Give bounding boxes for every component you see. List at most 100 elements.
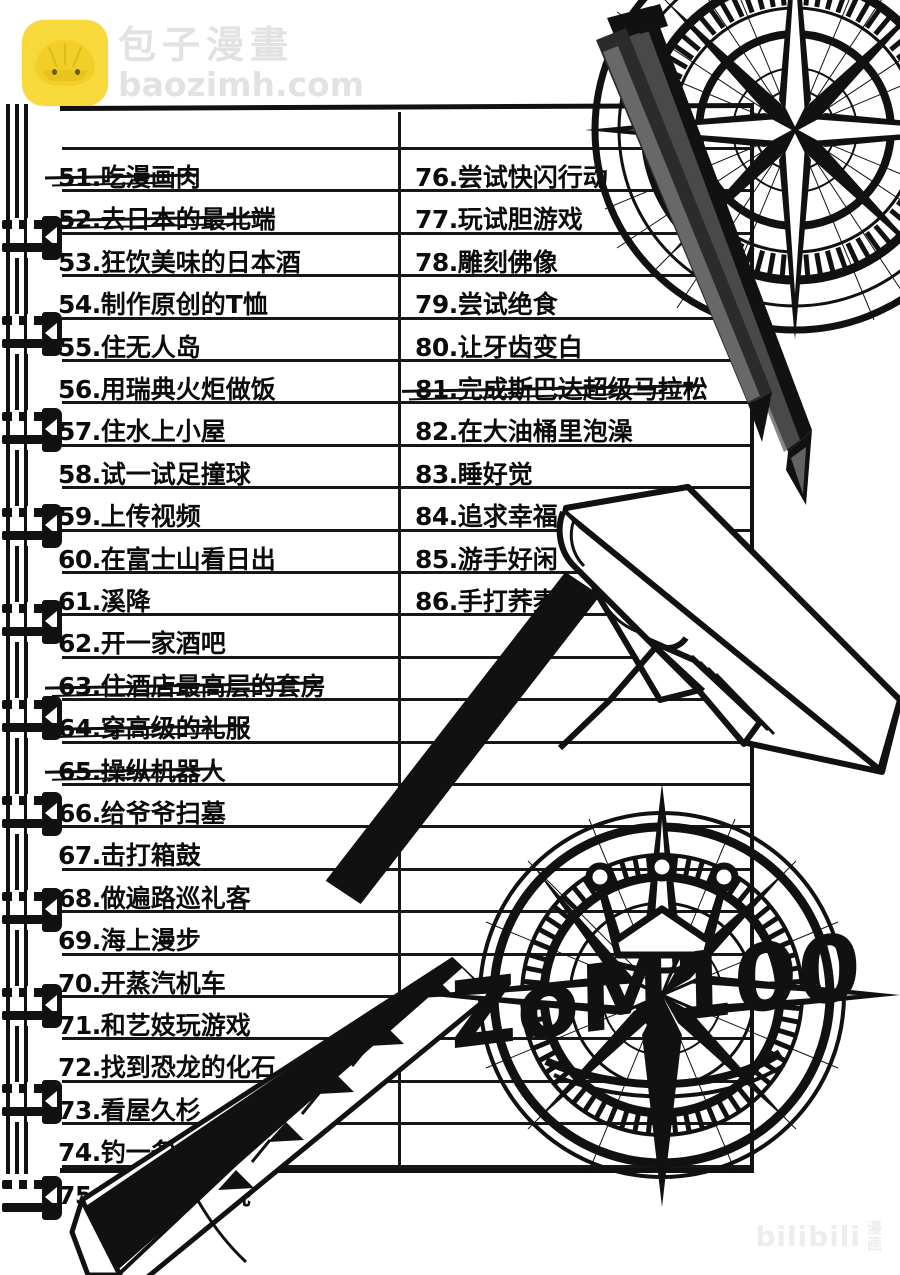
baozimh-logo-icon — [22, 20, 108, 106]
list-item-text: 在富士山看日出 — [100, 544, 276, 574]
list-item-number: 85. — [415, 544, 458, 574]
list-item-text: 睡好觉 — [457, 459, 533, 489]
list-item-text: 看屋久杉 — [100, 1095, 201, 1125]
list-item: 82.在大油桶里泡澡 — [415, 412, 633, 448]
list-item-number: 84. — [415, 502, 458, 532]
list-item-number: 60. — [58, 544, 101, 574]
list-item-text: 上传视频 — [100, 502, 201, 532]
list-item-text: 钓一条旗鱼 — [100, 1138, 226, 1168]
spiral-ring — [2, 696, 64, 740]
list-item-text: 做遍路巡礼客 — [100, 883, 251, 913]
list-item-text: 找到恐龙的化石 — [100, 1053, 276, 1083]
ruled-line — [62, 613, 750, 617]
column-divider — [398, 112, 401, 1168]
ruled-line — [62, 528, 750, 532]
list-item-number: 71. — [58, 1011, 101, 1040]
list-item-number: 57. — [58, 417, 101, 447]
list-item: 52.去日本的最北端 — [44, 200, 276, 236]
binding-rail — [6, 104, 10, 1174]
ruled-line — [62, 231, 750, 235]
ruled-line — [62, 910, 750, 914]
list-item: 55.住无人岛 — [58, 328, 201, 364]
list-item-text: 追求幸福 — [457, 502, 558, 532]
bilibili-suffix-line1: 漫 — [866, 1218, 882, 1237]
ruled-line — [62, 359, 750, 362]
list-item: 62.开一家酒吧 — [58, 624, 226, 660]
list-item-text: 海上漫步 — [100, 926, 201, 956]
list-item-text: 试一试足撞球 — [100, 459, 251, 489]
spiral-ring — [2, 216, 64, 260]
list-item-number: 83. — [415, 459, 458, 489]
paper-right-edge — [750, 108, 754, 1170]
list-item: 83.睡好觉 — [415, 455, 533, 491]
list-item: 70.开蒸汽机车 — [58, 964, 226, 1000]
list-item-number: 72. — [58, 1053, 101, 1083]
list-item-text: 手打荞麦面 — [457, 587, 583, 616]
list-item-number: 79. — [415, 290, 458, 320]
list-item-number: 86. — [415, 587, 458, 616]
list-item-text: 制作原创的T恤 — [100, 290, 268, 320]
list-item: 68.做遍路巡礼客 — [58, 879, 251, 915]
list-item-text: 和艺妓玩游戏 — [100, 1011, 251, 1040]
list-item-text: 用瑞典火炬做饭 — [100, 375, 276, 404]
list-item: 57.住水上小屋 — [58, 412, 226, 448]
list-item-text: 雕刻佛像 — [457, 247, 558, 277]
list-item-number: 68. — [58, 883, 101, 913]
list-item-number: 80. — [415, 332, 458, 362]
bilibili-watermark: bilibili 漫 画 — [755, 1220, 882, 1253]
list-item: 61.溪降 — [58, 582, 151, 618]
list-item-number: 77. — [415, 205, 458, 235]
list-item: 72.找到恐龙的化石 — [58, 1048, 276, 1084]
list-item-number: 59. — [58, 502, 101, 532]
list-item-number: 61. — [58, 587, 101, 616]
list-item-number: 55. — [58, 332, 101, 362]
list-item-number: 70. — [58, 968, 101, 998]
spiral-ring — [2, 888, 64, 932]
list-item: 85.游手好闲 — [415, 540, 558, 576]
ruled-line — [62, 316, 750, 320]
list-item-text: 住水上小屋 — [100, 417, 226, 447]
list-item: 76.尝试快闪行动 — [415, 158, 608, 194]
spiral-ring — [2, 984, 64, 1028]
ruled-line — [62, 486, 750, 490]
spiral-ring — [2, 408, 64, 452]
list-item: 75.制作家庭影院 — [58, 1176, 251, 1212]
list-item: 69.海上漫步 — [58, 921, 201, 957]
list-item: 77.玩试胆游戏 — [415, 200, 583, 236]
list-item-number: 62. — [58, 629, 101, 659]
ruled-line — [62, 274, 750, 278]
list-item-number: 66. — [58, 799, 101, 828]
spiral-binding — [0, 104, 62, 1220]
list-item: 56.用瑞典火炬做饭 — [58, 370, 276, 406]
list-item: 63.住酒店最高层的套房 — [44, 667, 326, 703]
list-item-text: 狂饮美味的日本酒 — [100, 247, 301, 277]
list-item: 79.尝试绝食 — [415, 285, 558, 321]
list-item: 53.狂饮美味的日本酒 — [58, 243, 301, 279]
list-item: 71.和艺妓玩游戏 — [58, 1006, 251, 1042]
list-item-number: 76. — [415, 163, 458, 192]
list-item-number: 67. — [58, 841, 101, 871]
list-item-number: 69. — [58, 926, 101, 956]
list-item: 67.击打箱鼓 — [58, 836, 201, 872]
list-item-text: 玩试胆游戏 — [457, 205, 583, 235]
list-item-number: 75. — [58, 1180, 101, 1210]
list-item: 51.吃漫画肉 — [44, 158, 201, 194]
list-item-number: 58. — [58, 459, 101, 489]
list-item-text: 制作家庭影院 — [100, 1180, 251, 1210]
spiral-ring — [2, 504, 64, 548]
list-item-text: 击打箱鼓 — [100, 841, 201, 871]
spiral-ring — [2, 1176, 64, 1220]
list-item-text: 尝试绝食 — [457, 290, 558, 320]
list-item-number: 73. — [58, 1095, 101, 1125]
list-item: 66.给爷爷扫墓 — [58, 794, 226, 830]
spiral-ring — [2, 792, 64, 836]
list-item: 59.上传视频 — [58, 497, 201, 533]
list-item: 84.追求幸福 — [415, 497, 558, 533]
baozimh-brand-cn: 包子漫畫 — [118, 22, 295, 67]
baozimh-brand-url: baozimh.com — [118, 64, 365, 104]
list-item-text: 开蒸汽机车 — [100, 968, 226, 998]
ruled-line — [62, 401, 750, 405]
list-item-text: 在大油桶里泡澡 — [457, 417, 633, 447]
ruled-line — [62, 189, 750, 193]
list-item-number: 78. — [415, 247, 458, 277]
